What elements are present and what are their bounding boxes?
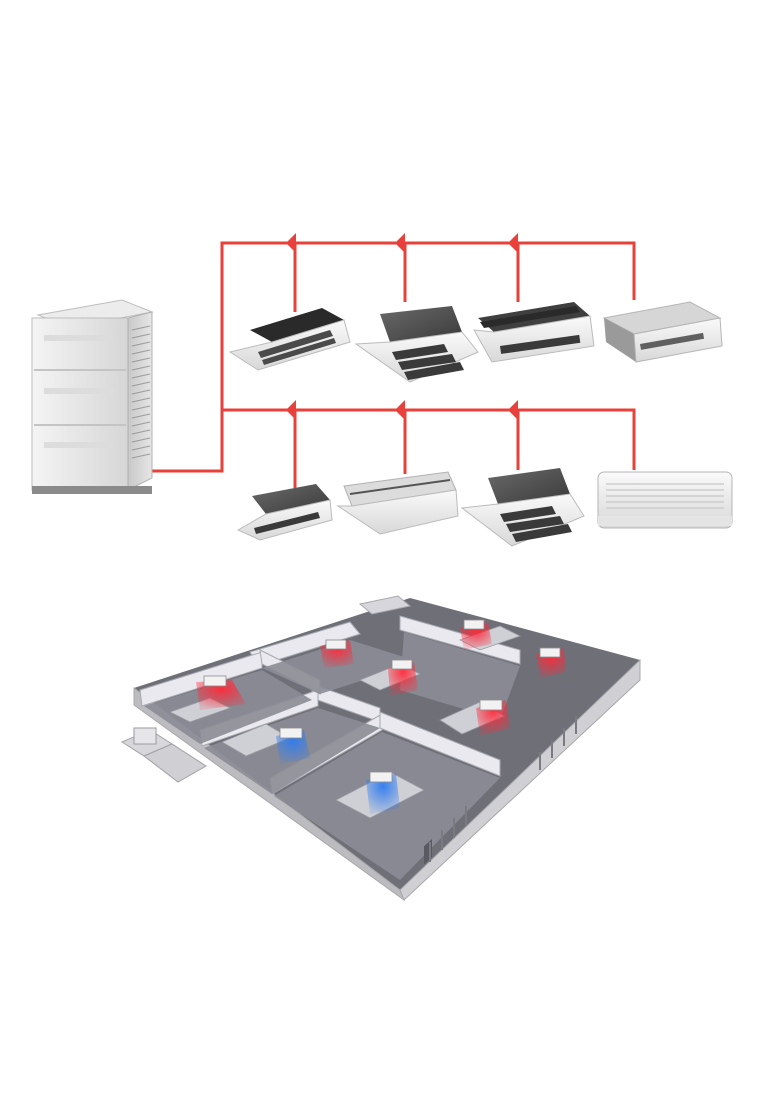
building-outdoor-unit bbox=[120, 727, 207, 783]
indoor-unit-upper-2 bbox=[354, 306, 479, 383]
lower-branch-pipe bbox=[222, 408, 636, 470]
indoor-unit-upper-3 bbox=[473, 302, 595, 363]
indoor-unit-upper-1 bbox=[228, 308, 351, 371]
indoor-unit-lower-3 bbox=[460, 468, 585, 547]
refrigerant-piping bbox=[152, 241, 636, 488]
outdoor-condenser-unit-icon bbox=[31, 299, 154, 494]
cooling-zones bbox=[276, 730, 400, 814]
indoor-unit-lower-1 bbox=[236, 484, 333, 541]
indoor-unit-upper-4 bbox=[602, 301, 723, 363]
arrow-icon bbox=[395, 233, 405, 253]
flow-arrows bbox=[286, 233, 518, 420]
indoor-unit-lower-2 bbox=[336, 471, 459, 535]
arrow-icon bbox=[286, 233, 296, 253]
arrow-icon bbox=[508, 233, 518, 253]
main-pipe bbox=[152, 241, 636, 473]
arrow-icon bbox=[286, 400, 296, 420]
room-wall bbox=[379, 711, 501, 777]
building-floor-plan-icon bbox=[120, 595, 641, 902]
indoor-unit-lower-4 bbox=[597, 471, 733, 529]
arrow-icon bbox=[395, 400, 405, 420]
arrow-icon bbox=[508, 400, 518, 420]
